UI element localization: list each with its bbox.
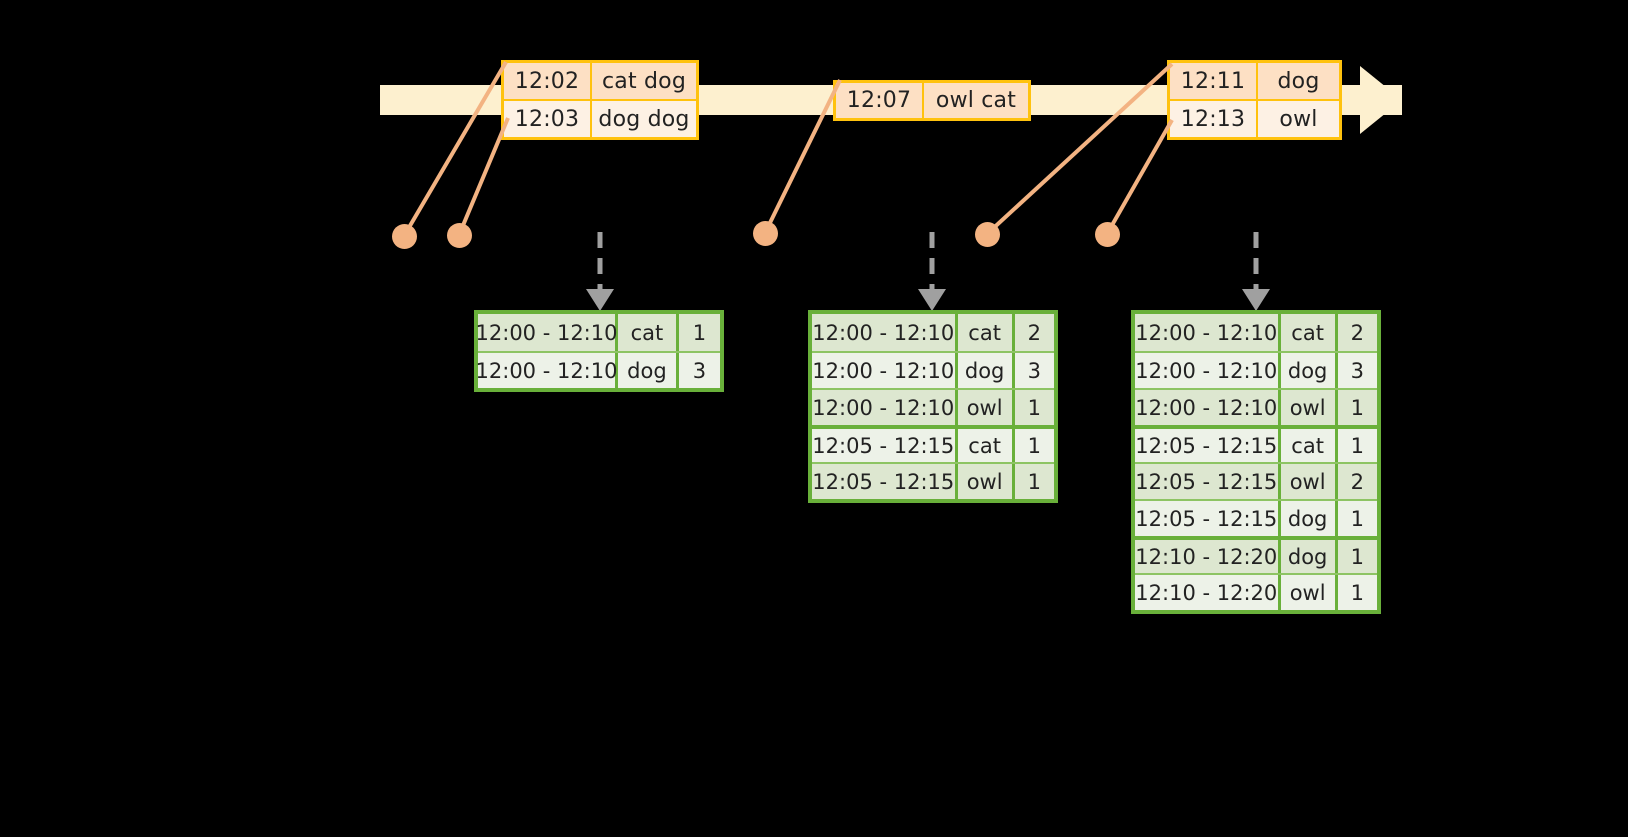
cell-count: 1	[1350, 506, 1364, 531]
table-row: 12:05 - 12:15 owl 1	[812, 462, 1054, 499]
cell-key: dog	[1281, 501, 1338, 536]
event-marker-dot	[447, 223, 472, 248]
cell-count: 1	[1350, 433, 1364, 458]
table-row: 12:10 - 12:20 dog 1	[1135, 536, 1377, 573]
event-box-3[interactable]: 12:11 dog 12:13 owl	[1167, 60, 1342, 140]
cell-key: cat	[1281, 429, 1338, 462]
event-box-2[interactable]: 12:07 owl cat	[833, 80, 1031, 121]
connector-line-5	[1105, 119, 1174, 235]
cell-count: 3	[1350, 358, 1364, 383]
event-marker-dot	[975, 222, 1000, 247]
event-row: 12:03 dog dog	[504, 99, 696, 137]
table-row: 12:05 - 12:15 cat 1	[1135, 425, 1377, 462]
cell-window: 12:00 - 12:10	[812, 390, 958, 425]
cell-window: 12:00 - 12:10	[1135, 390, 1281, 425]
table-row: 12:00 - 12:10 dog 3	[1135, 351, 1377, 388]
cell-count: 1	[1027, 433, 1041, 458]
event-time: 12:11	[1170, 63, 1258, 99]
flow-arrowhead-1	[586, 289, 614, 311]
cell-count: 1	[1350, 580, 1364, 605]
cell-key: dog	[1281, 540, 1338, 573]
table-row: 12:00 - 12:10 dog 3	[476, 351, 720, 388]
event-value: dog	[1277, 68, 1320, 94]
cell-count: 1	[692, 320, 707, 345]
result-table-2[interactable]: 12:00 - 12:10 cat 2 12:00 - 12:10 dog 3 …	[808, 310, 1058, 503]
cell-window: 12:00 - 12:10	[1135, 353, 1281, 388]
cell-window: 12:00 - 12:10	[812, 314, 958, 351]
timeline-arrowhead	[1360, 66, 1402, 134]
cell-count: 3	[1027, 358, 1041, 383]
cell-window: 12:00 - 12:10	[476, 353, 618, 388]
table-row: 12:00 - 12:10 cat 1	[476, 314, 720, 351]
result-table-1[interactable]: 12:00 - 12:10 cat 1 12:00 - 12:10 dog 3	[474, 310, 724, 392]
cell-window: 12:05 - 12:15	[1135, 501, 1281, 536]
table-row: 12:00 - 12:10 owl 1	[1135, 388, 1377, 425]
cell-window: 12:00 - 12:10	[812, 353, 958, 388]
table-row: 12:00 - 12:10 owl 1	[812, 388, 1054, 425]
event-marker-dot	[1095, 222, 1120, 247]
cell-key: dog	[1281, 353, 1338, 388]
event-row: 12:11 dog	[1170, 63, 1339, 99]
cell-window: 12:00 - 12:10	[1135, 314, 1281, 351]
cell-count: 2	[1350, 320, 1364, 345]
cell-count: 1	[1350, 395, 1364, 420]
table-row: 12:00 - 12:10 cat 2	[1135, 314, 1377, 351]
result-table-3[interactable]: 12:00 - 12:10 cat 2 12:00 - 12:10 dog 3 …	[1131, 310, 1381, 614]
event-time: 12:07	[836, 83, 924, 118]
table-row: 12:10 - 12:20 owl 1	[1135, 573, 1377, 610]
cell-key: owl	[1281, 575, 1338, 610]
event-marker-dot	[392, 224, 417, 249]
event-time: 12:02	[504, 63, 592, 99]
table-row: 12:00 - 12:10 cat 2	[812, 314, 1054, 351]
table-row: 12:05 - 12:15 cat 1	[812, 425, 1054, 462]
flow-arrowhead-3	[1242, 289, 1270, 311]
cell-key: owl	[1281, 464, 1338, 499]
cell-count: 1	[1350, 544, 1364, 569]
cell-count: 1	[1027, 395, 1041, 420]
cell-key: dog	[618, 353, 679, 388]
cell-window: 12:05 - 12:15	[1135, 429, 1281, 462]
cell-count: 2	[1350, 469, 1364, 494]
cell-key: owl	[958, 390, 1015, 425]
event-box-1[interactable]: 12:02 cat dog 12:03 dog dog	[501, 60, 699, 140]
cell-window: 12:00 - 12:10	[476, 314, 618, 351]
table-row: 12:05 - 12:15 owl 2	[1135, 462, 1377, 499]
event-value: owl cat	[935, 88, 1017, 113]
event-row: 12:13 owl	[1170, 99, 1339, 137]
table-row: 12:05 - 12:15 dog 1	[1135, 499, 1377, 536]
event-time: 12:13	[1170, 101, 1258, 137]
cell-count: 3	[692, 358, 707, 383]
cell-count: 2	[1027, 320, 1041, 345]
table-row: 12:00 - 12:10 dog 3	[812, 351, 1054, 388]
event-time: 12:03	[504, 101, 592, 137]
event-row: 12:02 cat dog	[504, 63, 696, 99]
cell-window: 12:10 - 12:20	[1135, 540, 1281, 573]
cell-key: cat	[958, 314, 1015, 351]
cell-key: owl	[1281, 390, 1338, 425]
cell-key: cat	[1281, 314, 1338, 351]
cell-key: cat	[958, 429, 1015, 462]
event-value: dog dog	[598, 106, 690, 132]
cell-key: cat	[618, 314, 679, 351]
cell-window: 12:05 - 12:15	[812, 464, 958, 499]
cell-window: 12:05 - 12:15	[812, 429, 958, 462]
cell-key: owl	[958, 464, 1015, 499]
event-value: owl	[1279, 106, 1318, 132]
event-marker-dot	[753, 221, 778, 246]
event-row: 12:07 owl cat	[836, 83, 1028, 118]
cell-key: dog	[958, 353, 1015, 388]
flow-arrowhead-2	[918, 289, 946, 311]
event-value: cat dog	[602, 68, 686, 94]
cell-window: 12:10 - 12:20	[1135, 575, 1281, 610]
cell-count: 1	[1027, 469, 1041, 494]
cell-window: 12:05 - 12:15	[1135, 464, 1281, 499]
